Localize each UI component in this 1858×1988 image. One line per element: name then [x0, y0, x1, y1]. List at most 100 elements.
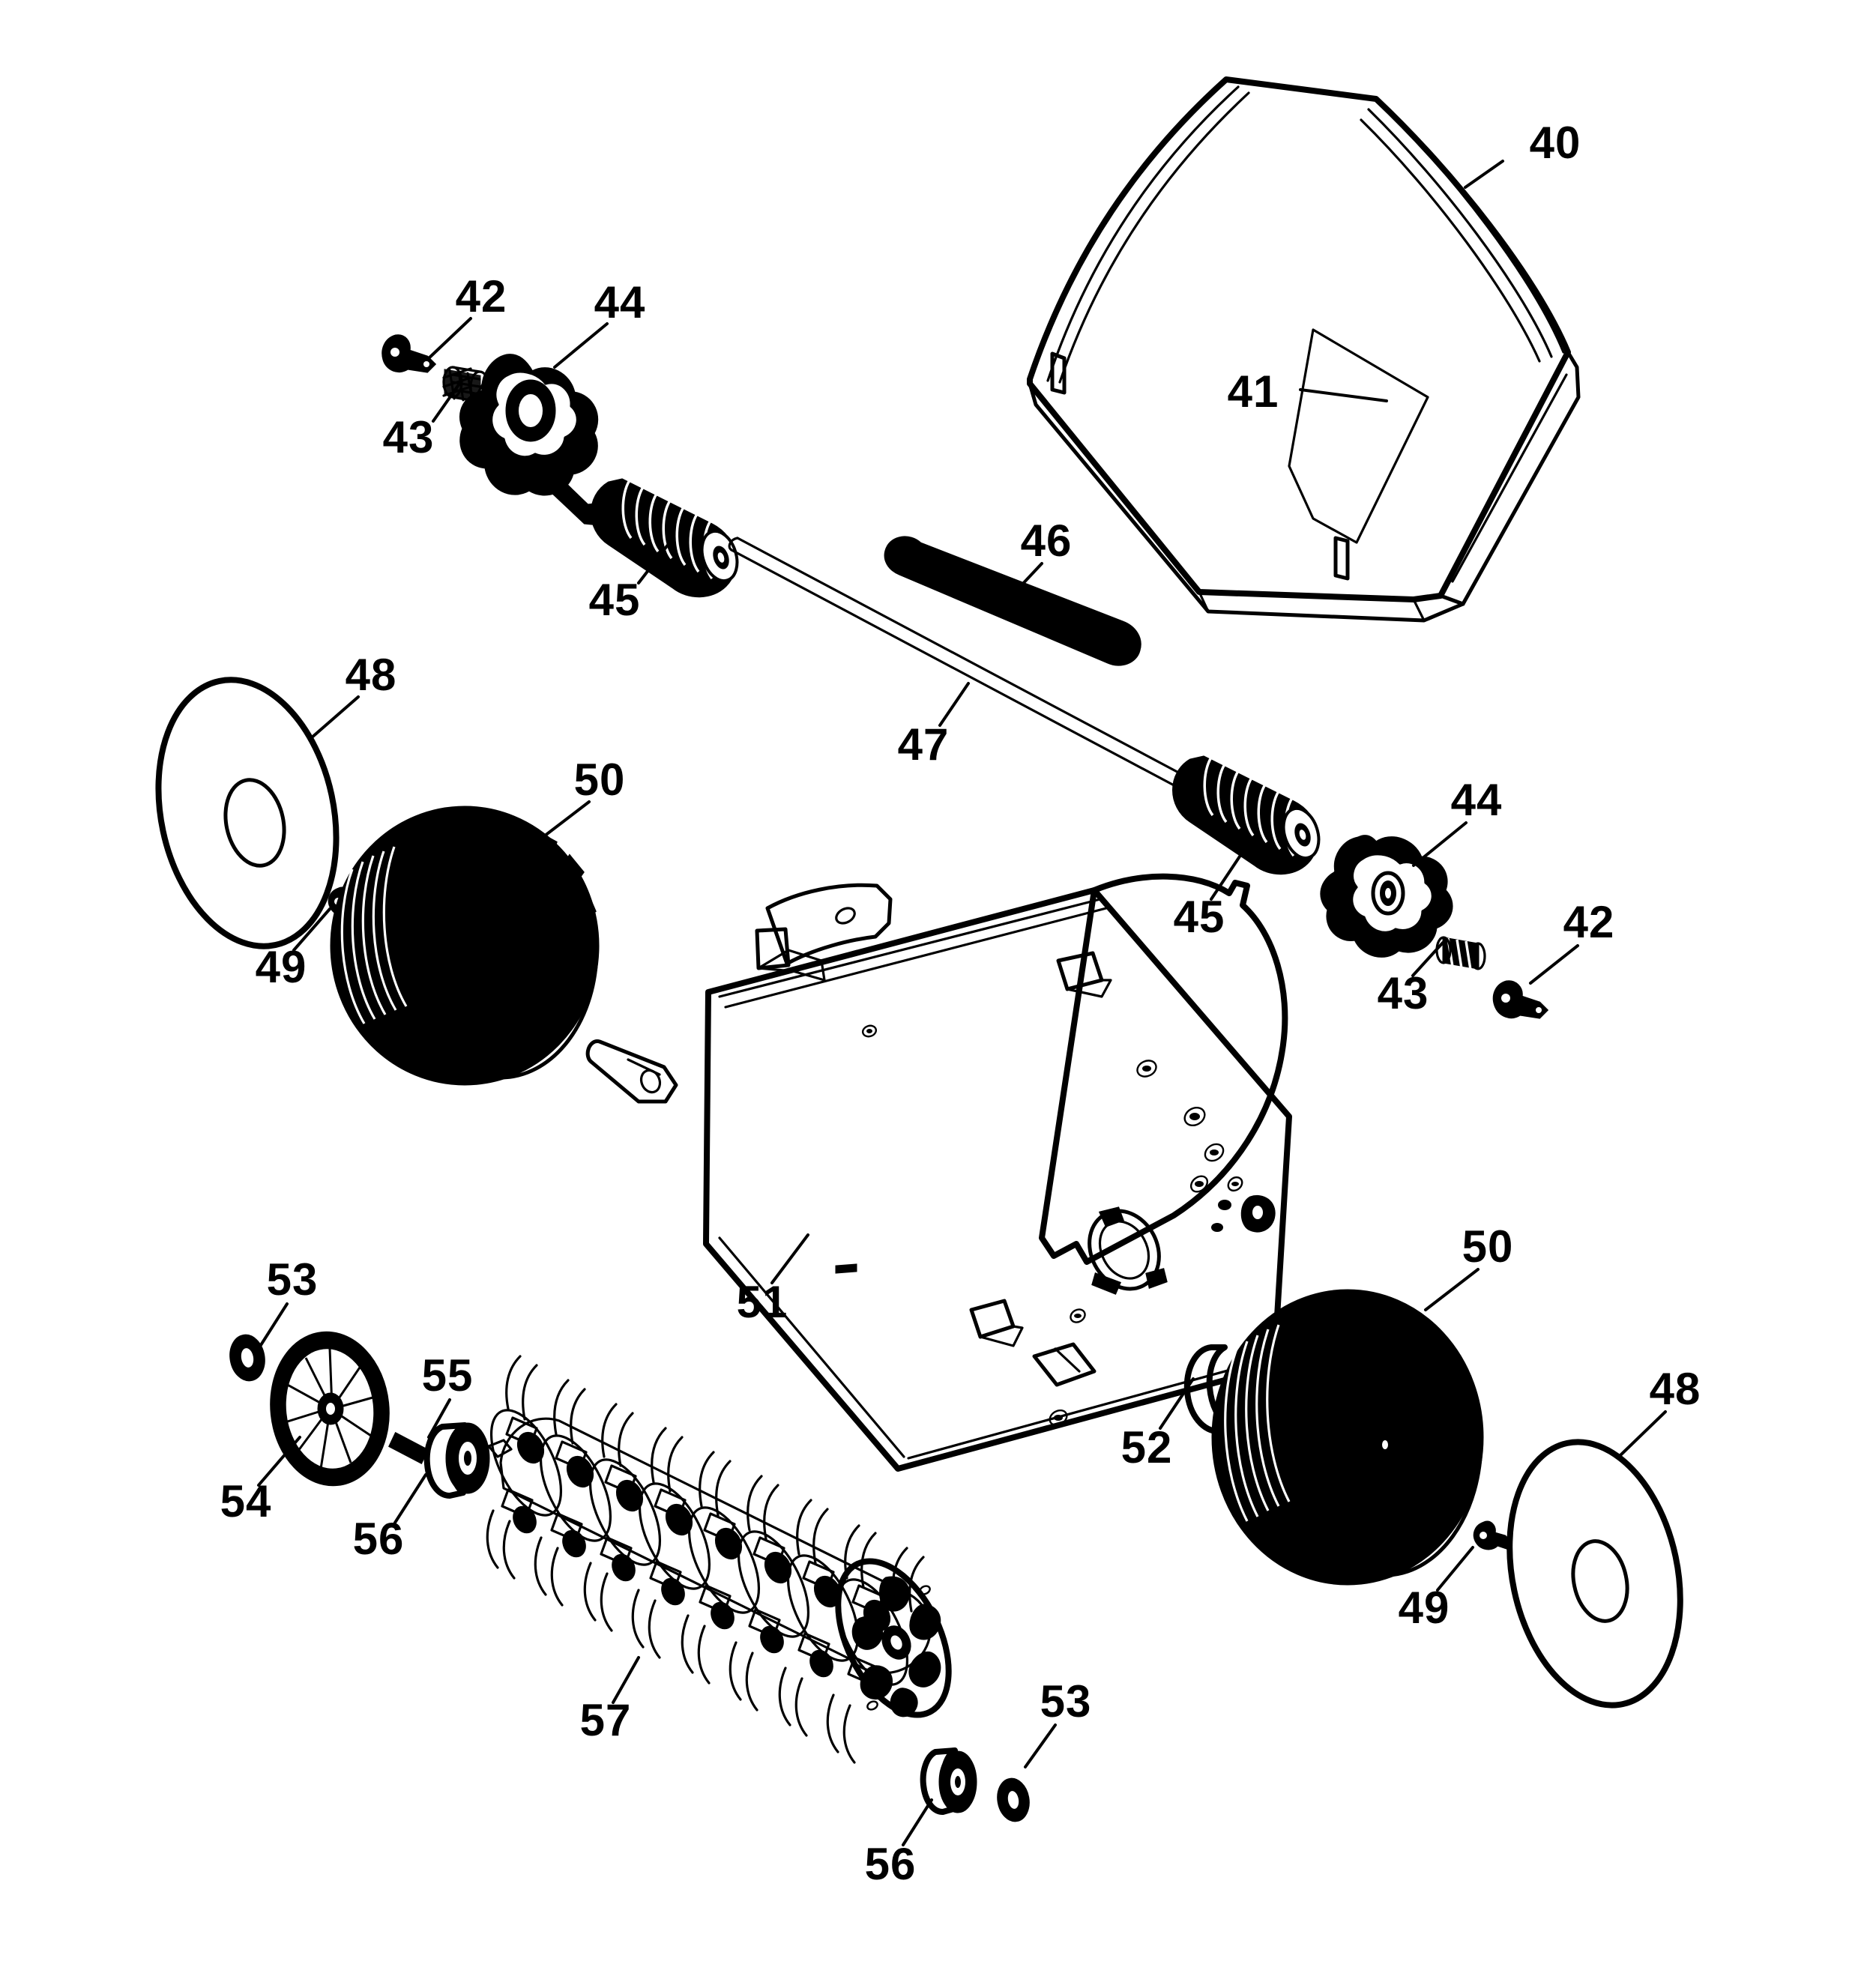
- part-53-flat-washer-right: [997, 1777, 1030, 1822]
- part-49-hub-screw-right: [1473, 1520, 1512, 1550]
- callout-44-handle-knob-left: 44: [553, 277, 646, 369]
- callout-number: 46: [1021, 516, 1073, 566]
- callout-54-drive-pulley-wheel: 54: [220, 1436, 301, 1526]
- part-53-flat-washer-left: [229, 1334, 265, 1382]
- callout-46-handle-grip-rod: 46: [1007, 516, 1073, 601]
- callout-number: 50: [1462, 1221, 1514, 1272]
- callout-number: 47: [898, 719, 950, 770]
- part-43-compression-spring-right: [1435, 936, 1486, 970]
- callout-number: 40: [1530, 118, 1581, 168]
- part-42-clamp-bolt-right: [1492, 980, 1549, 1019]
- callout-number: 45: [1174, 892, 1225, 942]
- callout-52-bearing-cap-plug: 52: [1121, 1377, 1195, 1472]
- callout-number: 50: [574, 755, 626, 805]
- callout-leader-line: [427, 1398, 451, 1439]
- part-55-woodruff-key: [388, 1431, 429, 1465]
- callout-leader-line: [1529, 944, 1579, 985]
- part-54-drive-pulley-wheel: [270, 1331, 390, 1487]
- callout-leader-line: [902, 1798, 933, 1846]
- callout-49-hub-screw-right: 49: [1399, 1546, 1474, 1633]
- part-44-handle-knob-left: [459, 354, 610, 526]
- callout-leader-line: [1412, 821, 1468, 867]
- callout-leader-line: [1210, 853, 1243, 901]
- callout-leader-line: [938, 682, 970, 727]
- callout-leader-line: [259, 1302, 289, 1347]
- callout-55-woodruff-key: 55: [422, 1350, 474, 1439]
- callout-51-main-deck-housing: 51: [737, 1233, 809, 1327]
- callout-leader-line: [637, 540, 672, 584]
- callout-45-coil-spring-sleeve-left: 45: [589, 540, 672, 625]
- callout-leader-line: [537, 800, 591, 842]
- callout-number: 56: [353, 1514, 405, 1564]
- callout-layer: 40 41 42 43 44 45 46 47 48 49 50 51 52 53 54 55 56 57 56 53…: [220, 118, 1701, 1889]
- callout-43-compression-spring-left: 43: [383, 382, 461, 462]
- part-41-nameplate-decal: [1288, 328, 1429, 544]
- callout-48-hub-cap-left: 48: [310, 650, 397, 740]
- callout-number: 44: [594, 277, 646, 327]
- part-45-coil-spring-sleeve-right: [1172, 755, 1321, 875]
- callout-number: 51: [737, 1277, 788, 1327]
- part-50-road-wheel-right: [1211, 1289, 1484, 1586]
- callout-number: 55: [422, 1350, 474, 1401]
- callout-43-compression-spring-right: 43: [1378, 941, 1444, 1018]
- callout-number: 48: [346, 650, 397, 700]
- callout-leader-line: [1159, 1377, 1195, 1430]
- part-43-compression-spring-left: [442, 366, 490, 403]
- callout-leader-line: [1299, 388, 1388, 402]
- callout-number: 53: [1040, 1676, 1092, 1726]
- callout-44-handle-knob-right: 44: [1412, 775, 1503, 867]
- part-42-clamp-bolt-left: [381, 334, 437, 373]
- part-40-rear-cover-hood: [1027, 76, 1581, 623]
- callout-leader-line: [426, 317, 472, 361]
- callout-49-hub-screw-left: 49: [256, 907, 331, 992]
- callout-number: 44: [1451, 775, 1503, 825]
- callout-leader-line: [1436, 1546, 1474, 1592]
- callout-leader-line: [1424, 1268, 1480, 1311]
- callout-leader-line: [1411, 941, 1444, 977]
- callout-leader-line: [770, 1233, 809, 1284]
- callout-number: 41: [1228, 366, 1279, 417]
- callout-leader-line: [1619, 1410, 1667, 1457]
- callout-56-bearing-bushing-left: 56: [353, 1473, 427, 1564]
- part-46-handle-grip-rod: [884, 536, 1141, 666]
- part-56-bearing-bushing-right: [920, 1747, 977, 1815]
- callout-number: 43: [383, 412, 435, 462]
- callout-50-road-wheel-left: 50: [537, 755, 626, 842]
- callout-56-bearing-bushing-right: 56: [865, 1798, 933, 1889]
- callout-42-clamp-bolt-right: 42: [1529, 897, 1615, 985]
- callout-47-handle-axle-rod: 47: [898, 682, 970, 770]
- callout-42-clamp-bolt-left: 42: [426, 271, 506, 361]
- callout-number: 54: [220, 1476, 272, 1526]
- callout-number: 49: [1399, 1583, 1450, 1633]
- part-50-road-wheel-left: [330, 806, 600, 1086]
- callout-number: 52: [1121, 1422, 1173, 1472]
- callout-leader-line: [1464, 160, 1504, 189]
- callout-number: 56: [865, 1839, 917, 1889]
- part-51-main-deck-housing: [585, 873, 1292, 1472]
- callout-leader-line: [393, 1473, 427, 1524]
- callout-50-road-wheel-right: 50: [1424, 1221, 1514, 1311]
- callout-leader-line: [292, 907, 331, 952]
- callout-57-scarifier-rotor-drum: 57: [580, 1656, 640, 1745]
- callout-leader-line: [1007, 562, 1043, 601]
- callout-number: 45: [589, 575, 641, 625]
- part-48-hub-cap-left: [155, 677, 340, 949]
- callout-leader-line: [1024, 1723, 1057, 1768]
- callout-leader-line: [310, 695, 360, 740]
- callout-53-flat-washer-left: 53: [259, 1254, 319, 1347]
- part-48-hub-cap-right: [1506, 1439, 1683, 1708]
- callout-number: 53: [267, 1254, 319, 1305]
- callout-53-flat-washer-right: 53: [1024, 1676, 1092, 1768]
- callout-number: 43: [1378, 968, 1429, 1018]
- callout-leader-line: [612, 1656, 640, 1704]
- callout-41-nameplate-decal: 41: [1228, 366, 1388, 417]
- callout-number: 42: [1563, 897, 1615, 947]
- callout-number: 49: [256, 942, 307, 992]
- callout-number: 48: [1650, 1364, 1701, 1414]
- callout-leader-line: [432, 382, 461, 423]
- callout-45-coil-spring-sleeve-right: 45: [1174, 853, 1243, 942]
- callout-leader-line: [257, 1436, 301, 1487]
